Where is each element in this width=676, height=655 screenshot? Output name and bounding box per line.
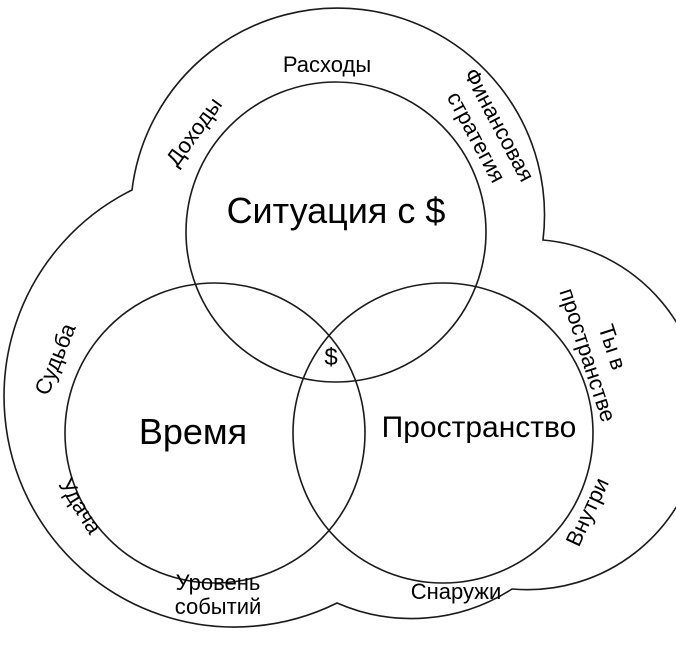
label-expenses: Расходы — [283, 52, 371, 77]
label-fate: Судьба — [29, 319, 80, 398]
label-financial-strategy: Финансовая стратегия — [442, 64, 540, 187]
circle-space — [292, 282, 594, 584]
circle-situation — [185, 81, 487, 383]
label-outside: Снаружи — [411, 579, 502, 604]
circle-label-space: Пространство — [382, 411, 577, 444]
label-event-level: Уровень событий — [175, 570, 262, 619]
label-event-level-line2: событий — [175, 594, 262, 619]
label-inside: Внутри — [561, 474, 614, 550]
center-label-dollar: $ — [324, 344, 337, 371]
label-income: Доходы — [161, 93, 227, 171]
label-event-level-line1: Уровень — [176, 570, 261, 595]
circle-time — [64, 282, 366, 584]
circle-label-time: Время — [139, 411, 247, 452]
outer-boundary — [3, 7, 676, 628]
label-luck: Удача — [54, 474, 108, 539]
circle-label-situation: Ситуация с $ — [227, 190, 446, 231]
